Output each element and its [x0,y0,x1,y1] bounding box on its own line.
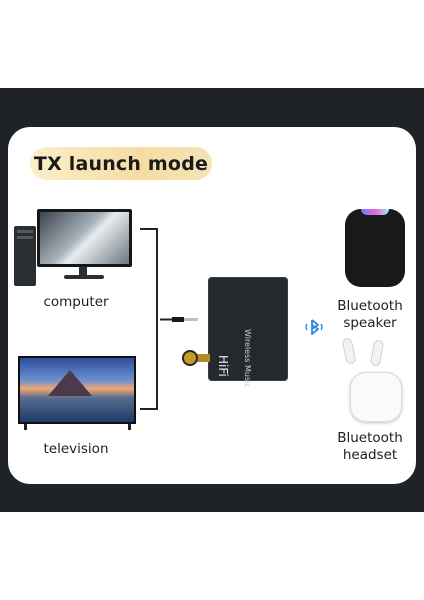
headset-label-line1: Bluetooth [337,430,403,446]
device-knob [182,350,198,366]
speaker-label-line2: speaker [343,315,397,331]
hifi-transmitter-device: Wireless Music HiFi [208,277,288,388]
monitor-base [64,275,104,279]
device-brand-text: HiFi [216,355,230,377]
device-knob-shaft [196,354,210,362]
television-label: television [43,441,109,457]
bluetooth-icon [303,316,325,338]
monitor-image [37,209,132,267]
television-image [18,356,136,424]
tv-foot [128,424,131,430]
headset-label: Bluetooth headset [322,430,418,464]
headset-label-line2: headset [342,447,398,463]
monitor-neck [79,267,87,275]
speaker-label-line1: Bluetooth [337,298,403,314]
wire-vertical [156,228,158,410]
mode-title: TX launch mode [30,147,212,180]
computer-label: computer [43,294,109,310]
audio-jack-plug [160,317,198,322]
earbud-case-image [350,372,402,422]
bluetooth-speaker-image [345,209,405,287]
device-side-text: Wireless Music [243,329,252,388]
tv-foot [24,424,27,430]
pc-tower-image [14,226,36,286]
wire-top [140,228,158,230]
speaker-label: Bluetooth speaker [322,298,418,332]
wire-bottom [140,408,158,410]
